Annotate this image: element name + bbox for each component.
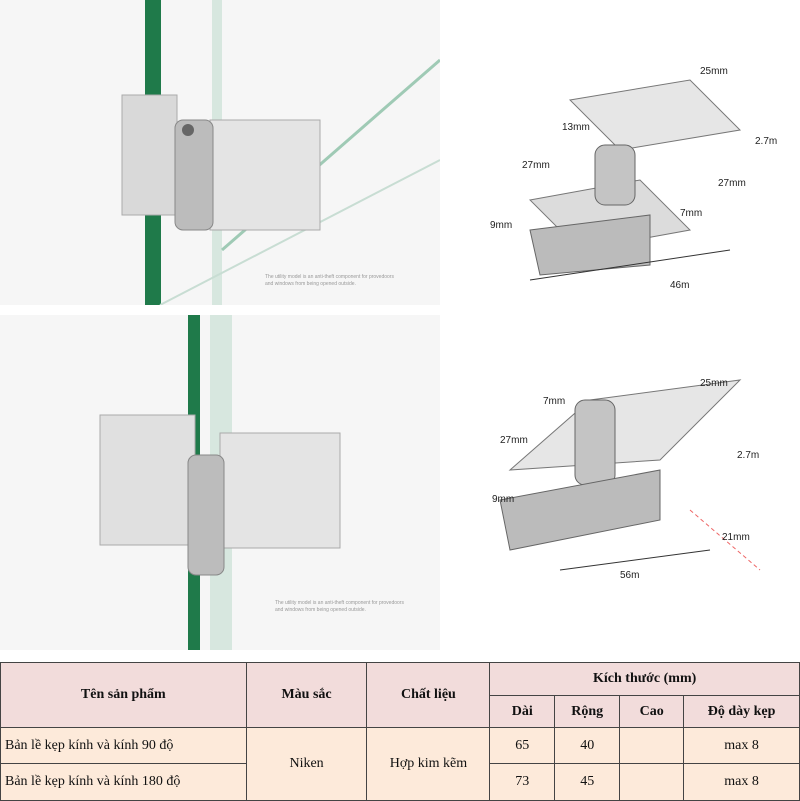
dim-label: 56m bbox=[620, 570, 640, 581]
hinge-90-illustration bbox=[121, 0, 441, 306]
dim-label: 7mm bbox=[680, 208, 703, 219]
header-thickness: Độ dày kẹp bbox=[683, 695, 800, 728]
cell-width: 45 bbox=[554, 763, 621, 801]
dim-label: 21mm bbox=[722, 532, 750, 543]
cell-color: Niken bbox=[245, 727, 368, 801]
dim-label: 2.7m bbox=[737, 450, 760, 461]
cell-thickness: max 8 bbox=[683, 727, 800, 764]
dim-label: 9mm bbox=[490, 220, 513, 231]
header-width: Rộng bbox=[554, 695, 621, 728]
dim-label: 46m bbox=[670, 280, 690, 291]
cell-height bbox=[619, 727, 685, 764]
photo-hinge-180: The utility model is an anti-theft compo… bbox=[0, 315, 440, 650]
cell-height bbox=[619, 763, 685, 801]
dim-label: 13mm bbox=[562, 122, 590, 133]
dim-label: 27mm bbox=[522, 160, 550, 171]
cell-length: 73 bbox=[489, 763, 556, 801]
photo-note: The utility model is an anti-theft compo… bbox=[265, 274, 435, 288]
header-size: Kích thước (mm) bbox=[489, 662, 800, 696]
dim-label: 7mm bbox=[543, 396, 566, 407]
note-line-2: and windows from being opened outside. bbox=[265, 281, 356, 287]
header-material: Chất liệu bbox=[366, 662, 491, 728]
table-row: Bản lề kẹp kính và kính 90 độ Niken Hợp … bbox=[0, 727, 800, 801]
diagram-180-drawing bbox=[499, 379, 761, 571]
dim-label: 27mm bbox=[500, 435, 528, 446]
photo-note: The utility model is an anti-theft compo… bbox=[275, 600, 445, 614]
cell-thickness: max 8 bbox=[683, 763, 800, 801]
dim-label: 25mm bbox=[700, 66, 728, 77]
header-height: Cao bbox=[619, 695, 685, 728]
note-line-2: and windows from being opened outside. bbox=[275, 607, 366, 613]
cell-width: 40 bbox=[554, 727, 621, 764]
hinge-180-illustration bbox=[99, 315, 341, 650]
photo-hinge-90: The utility model is an anti-theft compo… bbox=[0, 0, 441, 306]
dim-label: 9mm bbox=[492, 494, 515, 505]
dim-label: 27mm bbox=[718, 178, 746, 189]
cell-name: Bản lề kẹp kính và kính 180 độ bbox=[0, 763, 247, 801]
diagram-90-drawing bbox=[528, 79, 742, 281]
header-length: Dài bbox=[489, 695, 556, 728]
cell-material: Hợp kim kẽm bbox=[366, 727, 491, 801]
header-color: Màu sắc bbox=[245, 662, 368, 728]
dim-label: 2.7m bbox=[755, 136, 778, 147]
cell-length: 65 bbox=[489, 727, 556, 764]
header-name: Tên sản phẩm bbox=[0, 662, 247, 728]
note-line-1: The utility model is an anti-theft compo… bbox=[275, 600, 404, 606]
note-line-1: The utility model is an anti-theft compo… bbox=[265, 274, 394, 280]
dim-label: 25mm bbox=[700, 378, 728, 389]
spec-table: Tên sản phẩm Màu sắc Chất liệu Kích thướ… bbox=[0, 662, 800, 801]
cell-name: Bản lề kẹp kính và kính 90 độ bbox=[0, 727, 247, 764]
